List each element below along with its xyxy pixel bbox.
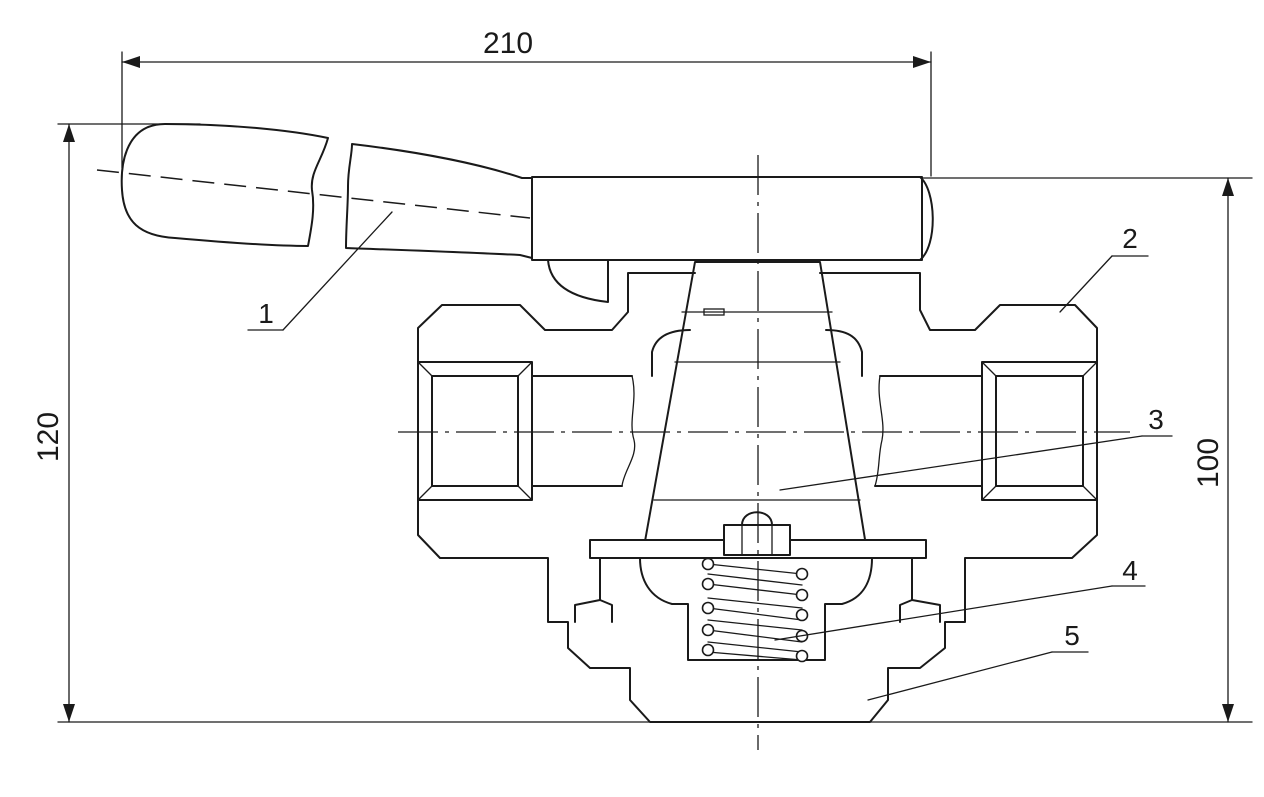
handle xyxy=(96,123,934,303)
arrowhead xyxy=(63,704,75,722)
valve-body xyxy=(417,272,1098,723)
dimension-label-120: 120 xyxy=(32,412,65,462)
arrowhead xyxy=(122,56,140,68)
dimension-100: 100 xyxy=(869,177,1253,723)
callout-2: 2 xyxy=(1059,223,1149,313)
callout-label-1: 1 xyxy=(258,298,274,329)
dimension-120: 120 xyxy=(32,123,651,723)
spring-assembly xyxy=(639,511,873,663)
spring-coils xyxy=(701,557,809,663)
dimension-label-210: 210 xyxy=(483,27,533,60)
arrowhead xyxy=(63,124,75,142)
callout-label-2: 2 xyxy=(1122,223,1138,254)
callout-3: 3 xyxy=(779,404,1173,491)
callout-4: 4 xyxy=(774,555,1146,641)
dimension-label-100: 100 xyxy=(1192,438,1225,488)
arrowhead xyxy=(913,56,931,68)
callout-label-4: 4 xyxy=(1122,555,1138,586)
callout-5: 5 xyxy=(867,620,1089,701)
dimension-210: 210 xyxy=(121,27,932,177)
arrowhead xyxy=(1222,178,1234,196)
callout-label-3: 3 xyxy=(1148,404,1164,435)
callout-1: 1 xyxy=(247,211,393,331)
callout-label-5: 5 xyxy=(1064,620,1080,651)
arrowhead xyxy=(1222,704,1234,722)
center-lines xyxy=(398,155,1130,750)
